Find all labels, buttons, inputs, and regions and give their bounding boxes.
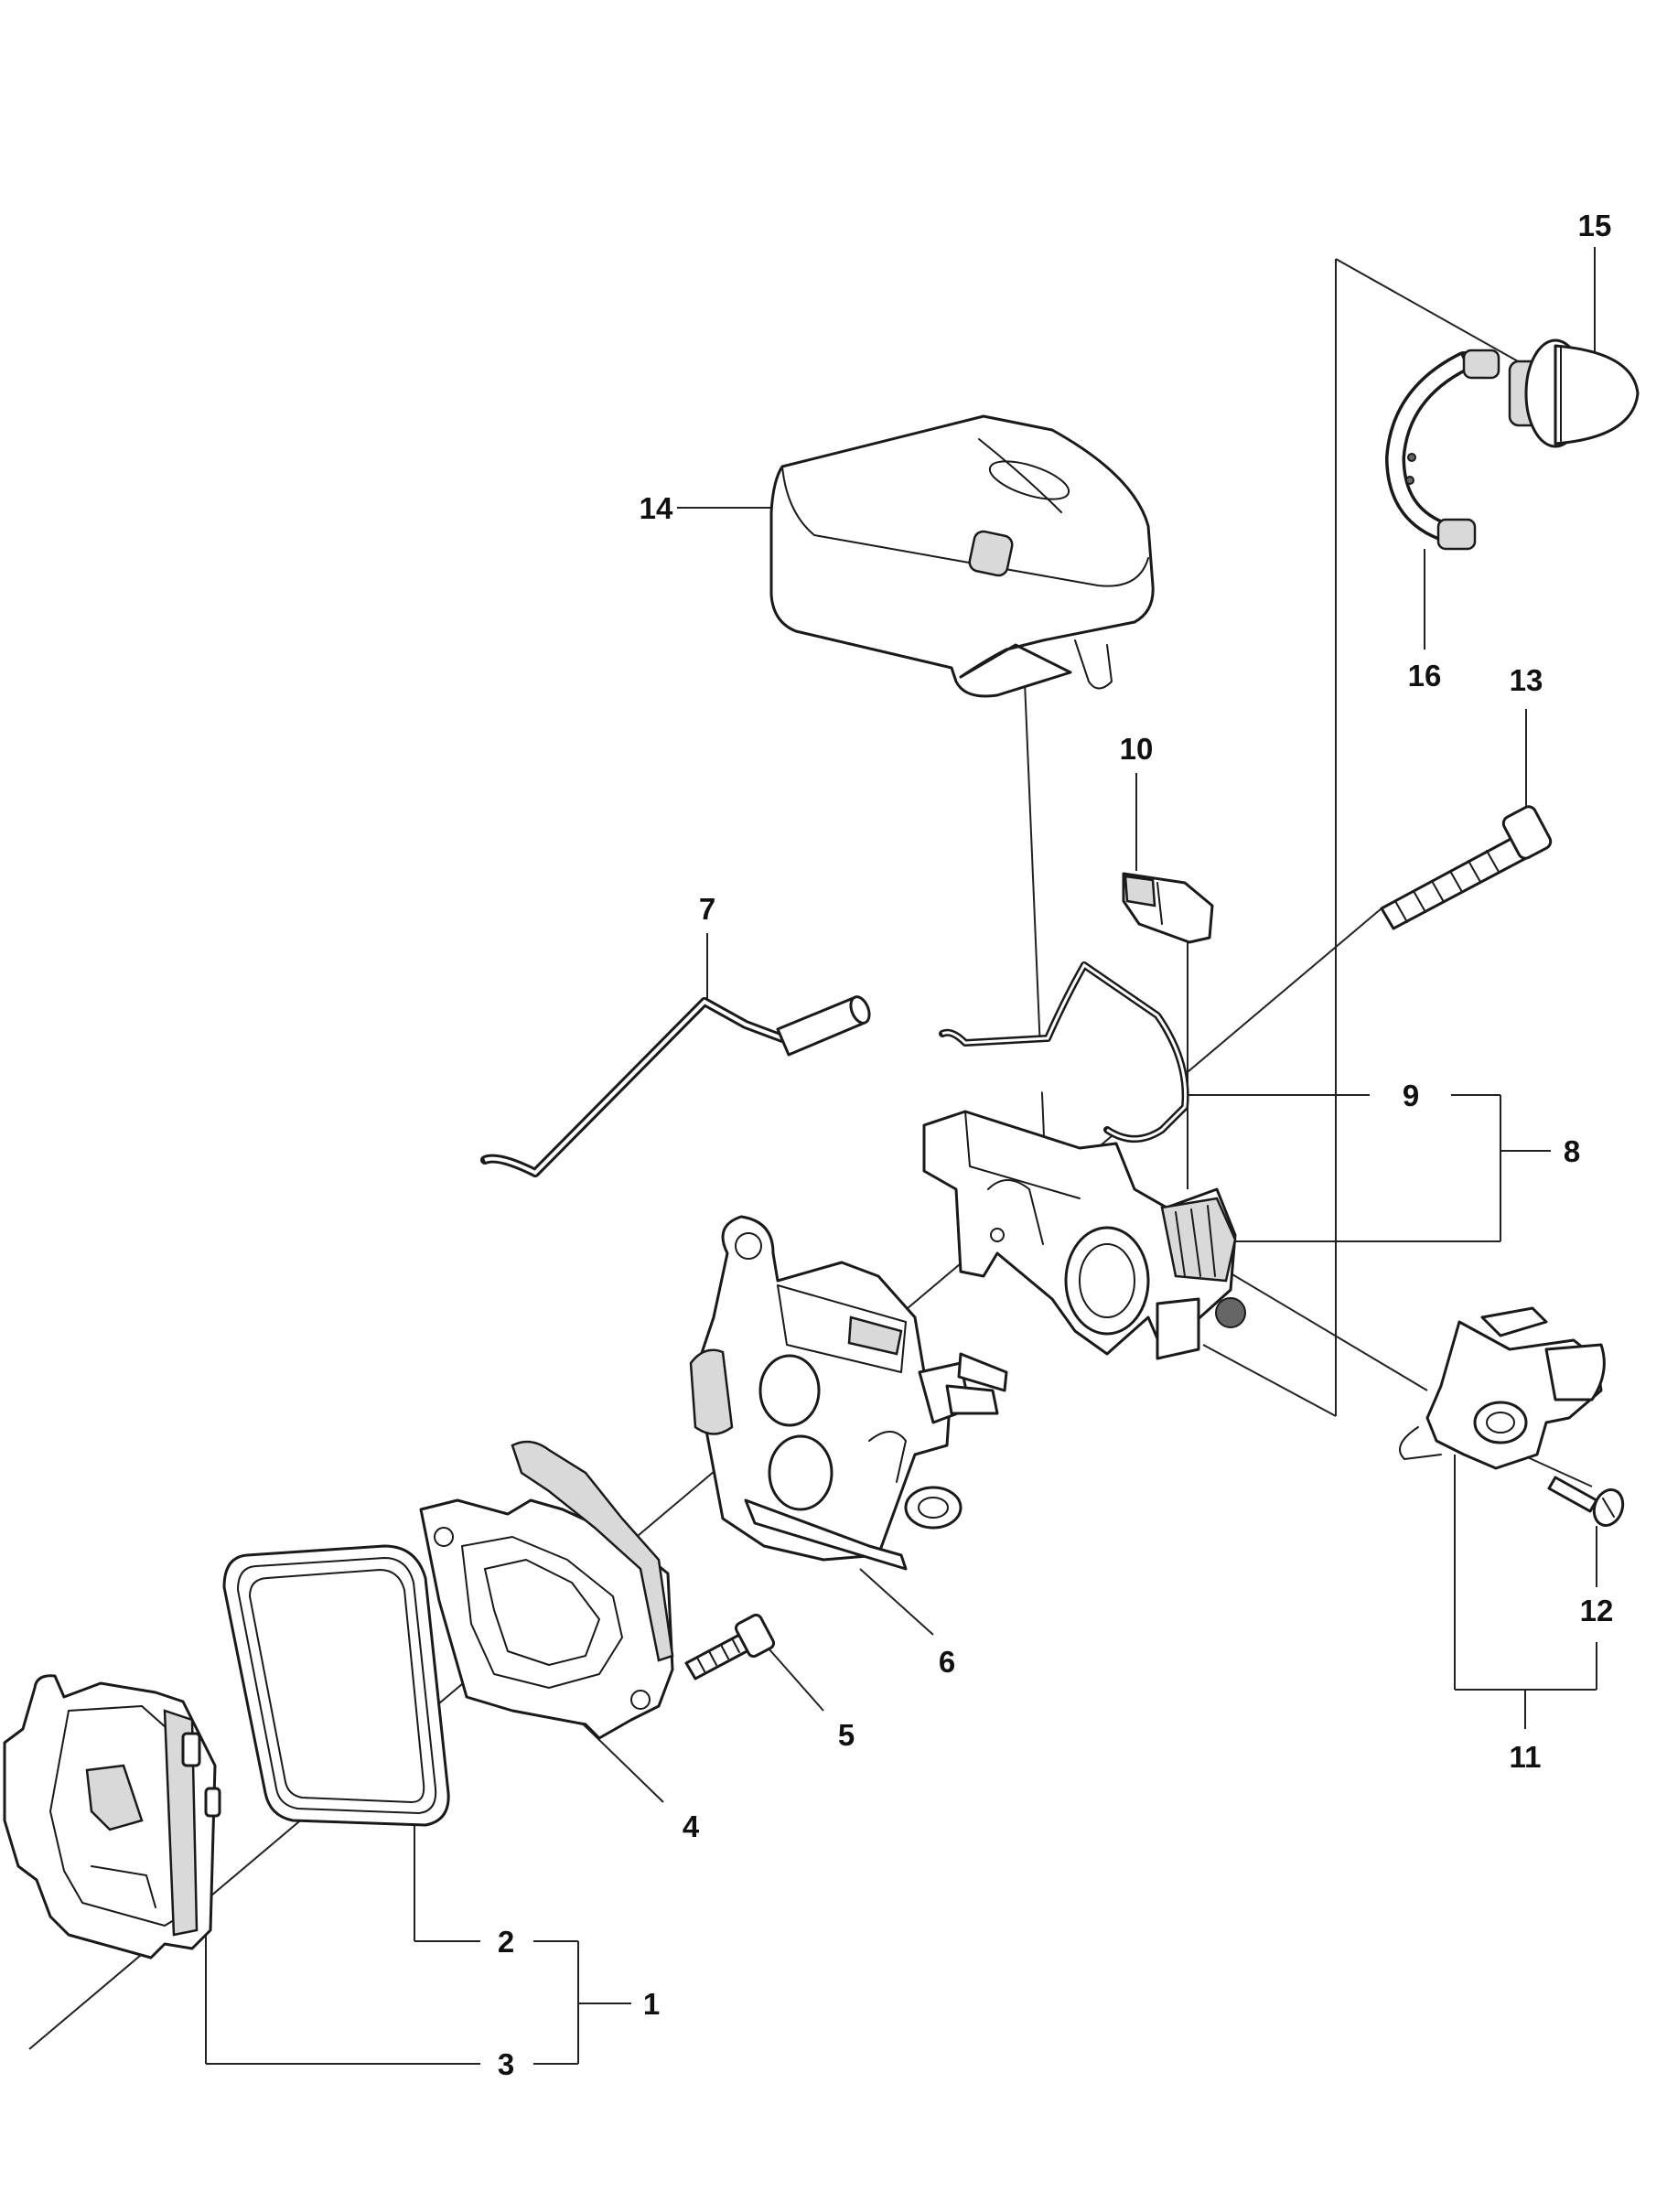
wire-bracket bbox=[939, 961, 1189, 1143]
label-3: 3 bbox=[498, 2047, 514, 2081]
lever-screw bbox=[1547, 1476, 1625, 1527]
label-9: 9 bbox=[1403, 1079, 1419, 1112]
part-labels: 15 14 16 13 10 7 9 8 6 5 4 2 1 3 12 11 bbox=[498, 209, 1614, 2081]
label-7: 7 bbox=[699, 892, 715, 926]
air-filter-housing bbox=[3, 1674, 221, 1960]
long-screw bbox=[1380, 805, 1553, 930]
choke-rod bbox=[480, 995, 871, 1177]
air-filter bbox=[222, 1544, 450, 1827]
label-5: 5 bbox=[838, 1718, 855, 1752]
label-15: 15 bbox=[1578, 209, 1612, 242]
carburetor-housing bbox=[922, 1110, 1246, 1360]
fuel-hose bbox=[1385, 349, 1500, 551]
label-14: 14 bbox=[640, 491, 673, 525]
label-6: 6 bbox=[939, 1645, 955, 1679]
label-8: 8 bbox=[1564, 1134, 1580, 1168]
small-clip bbox=[1122, 872, 1214, 944]
carburetor bbox=[689, 1215, 1008, 1571]
primer-bulb bbox=[1508, 338, 1640, 448]
intake-plate bbox=[419, 1440, 674, 1740]
label-10: 10 bbox=[1120, 732, 1154, 766]
air-filter-cover bbox=[769, 414, 1155, 698]
label-2: 2 bbox=[498, 1925, 514, 1959]
label-1: 1 bbox=[643, 1987, 660, 2021]
label-12: 12 bbox=[1580, 1594, 1614, 1627]
carburetor-screw bbox=[684, 1613, 776, 1680]
label-13: 13 bbox=[1510, 663, 1543, 697]
choke-lever bbox=[1399, 1306, 1606, 1470]
label-11: 11 bbox=[1510, 1740, 1542, 1774]
label-4: 4 bbox=[683, 1809, 700, 1843]
label-16: 16 bbox=[1408, 659, 1442, 693]
